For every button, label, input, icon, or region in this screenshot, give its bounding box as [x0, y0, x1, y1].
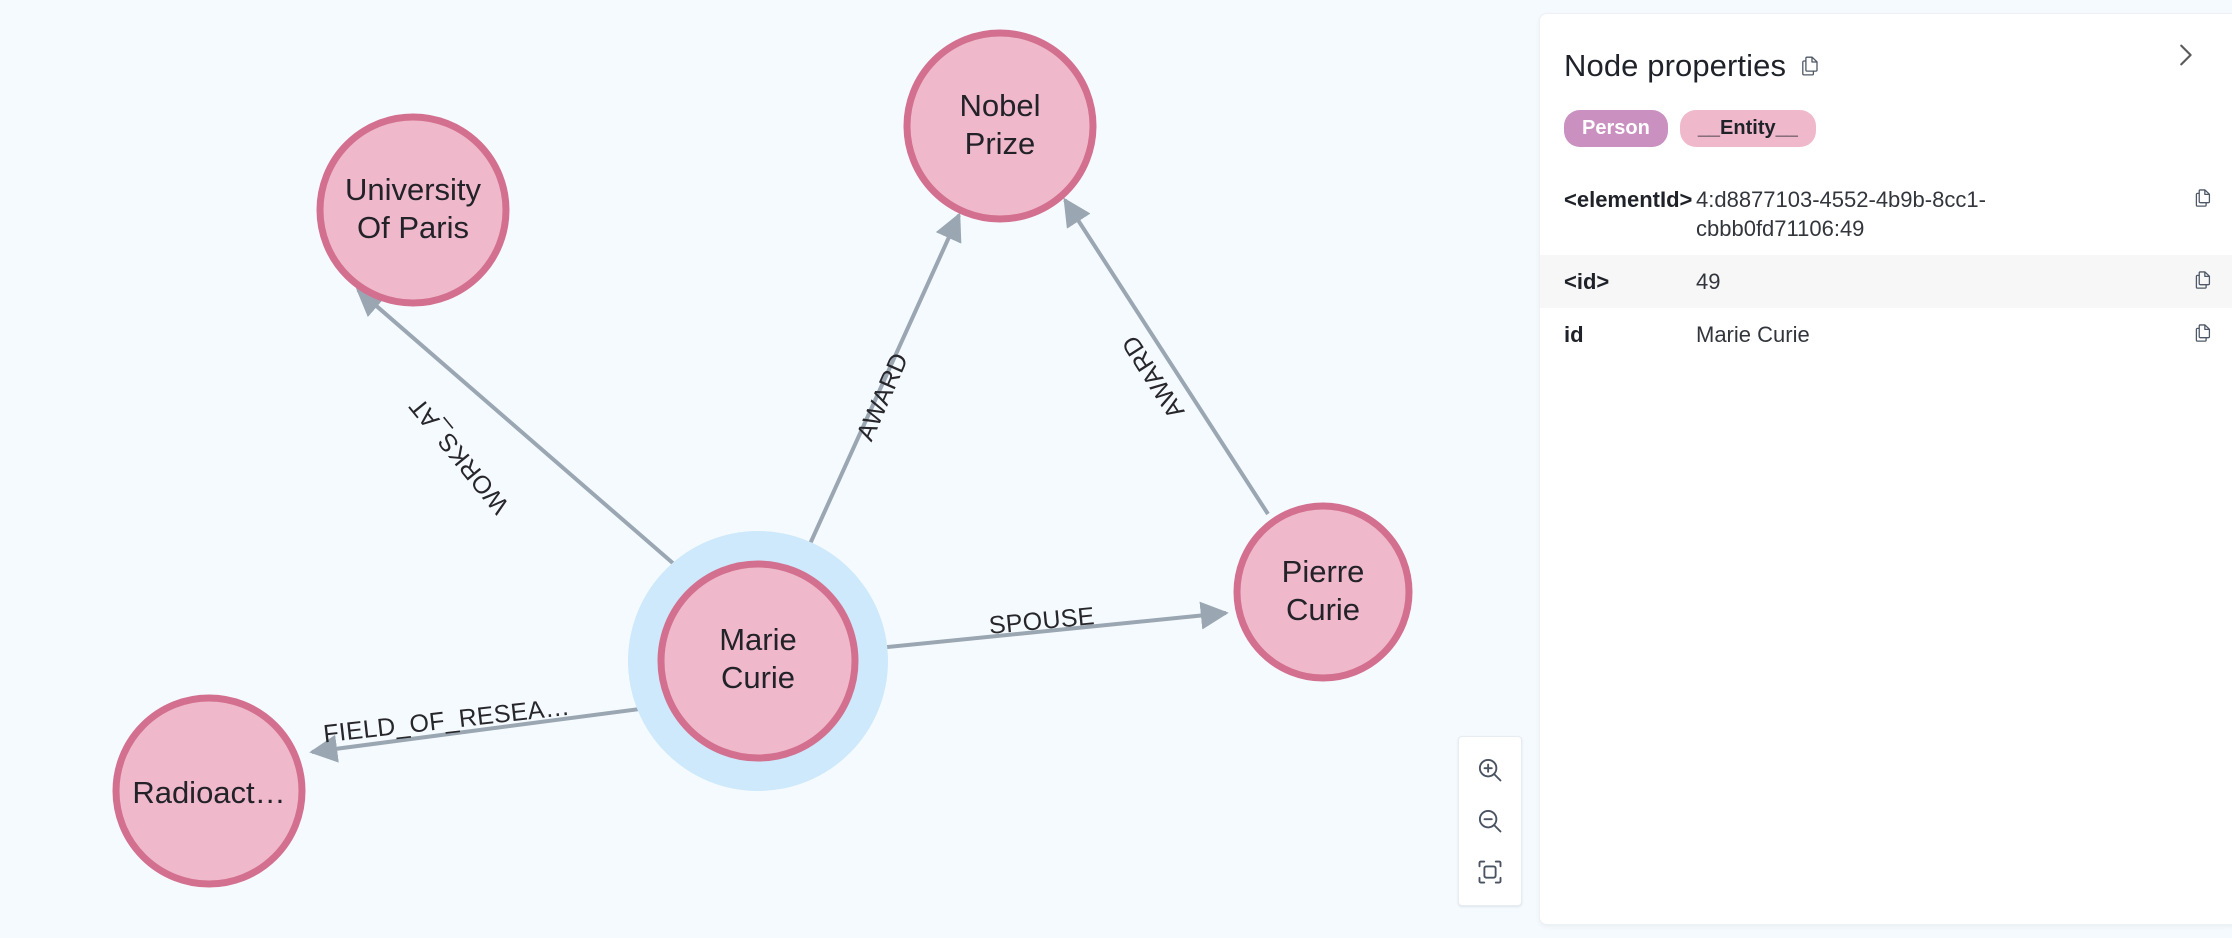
copy-property-button[interactable] — [2190, 320, 2216, 346]
edge-works-at[interactable] — [355, 288, 692, 580]
chevron-right-icon — [2180, 44, 2192, 66]
node-label-chip-person[interactable]: Person — [1564, 110, 1668, 147]
collapse-panel-button[interactable] — [2168, 38, 2202, 72]
property-key: id — [1564, 322, 1584, 348]
node-circle[interactable] — [1233, 502, 1413, 682]
node-marie-curie[interactable]: Marie Curie — [628, 531, 888, 791]
copy-property-button[interactable] — [2190, 185, 2216, 211]
copy-icon — [2195, 189, 2211, 207]
node-radioactivity[interactable]: Radioact… — [112, 694, 306, 888]
fit-to-screen-button[interactable] — [1467, 849, 1513, 895]
table-row: id Marie Curie — [1540, 308, 2232, 361]
property-value: 4:d8877103-4552-4b9b-8cc1-cbbb0fd71106:4… — [1696, 187, 1986, 242]
copy-all-properties-button[interactable] — [1798, 54, 1822, 78]
node-circle[interactable] — [903, 29, 1097, 223]
edge-label-award-marie: AWARD — [851, 349, 914, 445]
node-labels-list: Person __Entity__ — [1540, 84, 2232, 147]
panel-header: Node properties — [1540, 14, 2232, 84]
node-circle[interactable] — [657, 560, 859, 762]
property-value: Marie Curie — [1696, 322, 1810, 348]
property-key: <elementId> — [1564, 187, 1693, 212]
edge-field-of-research[interactable] — [309, 705, 656, 763]
copy-property-button[interactable] — [2190, 267, 2216, 293]
copy-icon — [1802, 56, 1818, 76]
graph-edges — [309, 197, 1270, 763]
node-nobel-prize[interactable]: Nobel Prize — [903, 29, 1097, 223]
node-circle[interactable] — [112, 694, 306, 888]
zoom-in-icon — [1478, 759, 1502, 782]
edge-label-spouse: SPOUSE — [988, 602, 1096, 640]
zoom-out-button[interactable] — [1467, 798, 1513, 844]
edge-label-field-of-research: FIELD_OF_RESEA… — [322, 693, 571, 749]
graph-svg[interactable]: WORKS_AT AWARD AWARD SPOUSE FIELD_OF_RES… — [0, 0, 1540, 938]
zoom-in-button[interactable] — [1467, 747, 1513, 793]
node-label-chip-entity[interactable]: __Entity__ — [1679, 110, 1816, 147]
page-title: Node properties — [1564, 48, 1787, 83]
node-properties-panel: Node properties Person __Entity__ <eleme… — [1540, 14, 2232, 924]
edge-award-pierre[interactable] — [1063, 197, 1270, 516]
properties-table: <elementId> 4:d8877103-4552-4b9b-8cc1-cb… — [1540, 173, 2232, 361]
graph-nodes: Marie Curie University Of Paris Nobel Pr… — [112, 29, 1413, 888]
graph-canvas[interactable]: WORKS_AT AWARD AWARD SPOUSE FIELD_OF_RES… — [0, 0, 1540, 938]
property-value: 49 — [1696, 269, 1721, 295]
copy-icon — [2195, 271, 2211, 289]
zoom-controls — [1458, 736, 1522, 906]
node-circle[interactable] — [316, 113, 510, 307]
table-row: <elementId> 4:d8877103-4552-4b9b-8cc1-cb… — [1540, 173, 2232, 255]
edge-spouse[interactable] — [857, 601, 1229, 652]
fit-to-screen-icon — [1478, 860, 1502, 884]
node-pierre-curie[interactable]: Pierre Curie — [1233, 502, 1413, 682]
property-key: <id> — [1564, 269, 1610, 295]
node-university-of-paris[interactable]: University Of Paris — [316, 113, 510, 307]
zoom-out-icon — [1478, 809, 1502, 833]
copy-icon — [2195, 324, 2211, 342]
table-row: <id> 49 — [1540, 255, 2232, 309]
edge-award-marie[interactable] — [798, 212, 962, 567]
